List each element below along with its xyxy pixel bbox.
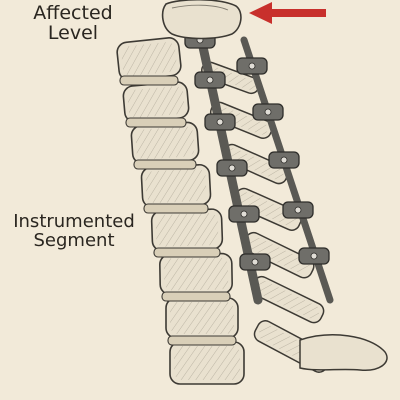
- affected-vertebra: [161, 0, 242, 40]
- affected-level-label-line2: Level: [47, 21, 99, 44]
- screw-set-cap: [251, 258, 259, 266]
- affected-level-label-line1: Affected: [33, 2, 113, 24]
- instrumented-segment-label: Instrumented Segment: [4, 211, 144, 251]
- spinous-process: [251, 275, 325, 324]
- intervertebral-disc: [125, 117, 187, 128]
- screw-set-cap: [310, 252, 318, 260]
- intervertebral-disc: [143, 203, 209, 214]
- screw-set-cap: [280, 156, 288, 164]
- screw-set-cap: [228, 164, 236, 172]
- vertebral-body: [116, 37, 182, 81]
- intervertebral-disc: [119, 75, 179, 86]
- intervertebral-disc: [153, 247, 221, 258]
- vertebral-body: [150, 208, 224, 252]
- affected-vertebra-contour: [171, 4, 229, 11]
- spinous-processes: [201, 61, 388, 373]
- vertebral-body: [130, 121, 200, 165]
- intervertebral-disc: [133, 159, 197, 170]
- pedicle-screws: [184, 31, 330, 271]
- intervertebral-disc: [161, 291, 231, 302]
- instrumented-segment-label-line1: Instrumented: [13, 211, 135, 232]
- affected-level-label: Affected Level: [8, 2, 138, 44]
- vertebral-body: [122, 81, 190, 123]
- instrumented-segment-label-line2: Segment: [33, 229, 115, 251]
- sacral-process: [299, 334, 388, 371]
- intervertebral-discs: [119, 75, 237, 346]
- vertebral-body: [165, 297, 239, 339]
- screw-set-cap: [248, 62, 256, 70]
- vertebral-body: [169, 341, 245, 385]
- screw-set-cap: [294, 206, 302, 214]
- vertebral-body: [159, 252, 233, 296]
- vertebral-bodies: [116, 37, 245, 385]
- screw-set-cap: [206, 76, 214, 84]
- screw-set-cap: [216, 118, 224, 126]
- arrow-left-icon: [249, 2, 326, 24]
- screw-set-cap: [264, 108, 272, 116]
- intervertebral-disc: [167, 335, 237, 346]
- affected-vertebral-body: [161, 0, 242, 40]
- screw-set-cap: [240, 210, 248, 218]
- vertebral-body: [140, 163, 212, 209]
